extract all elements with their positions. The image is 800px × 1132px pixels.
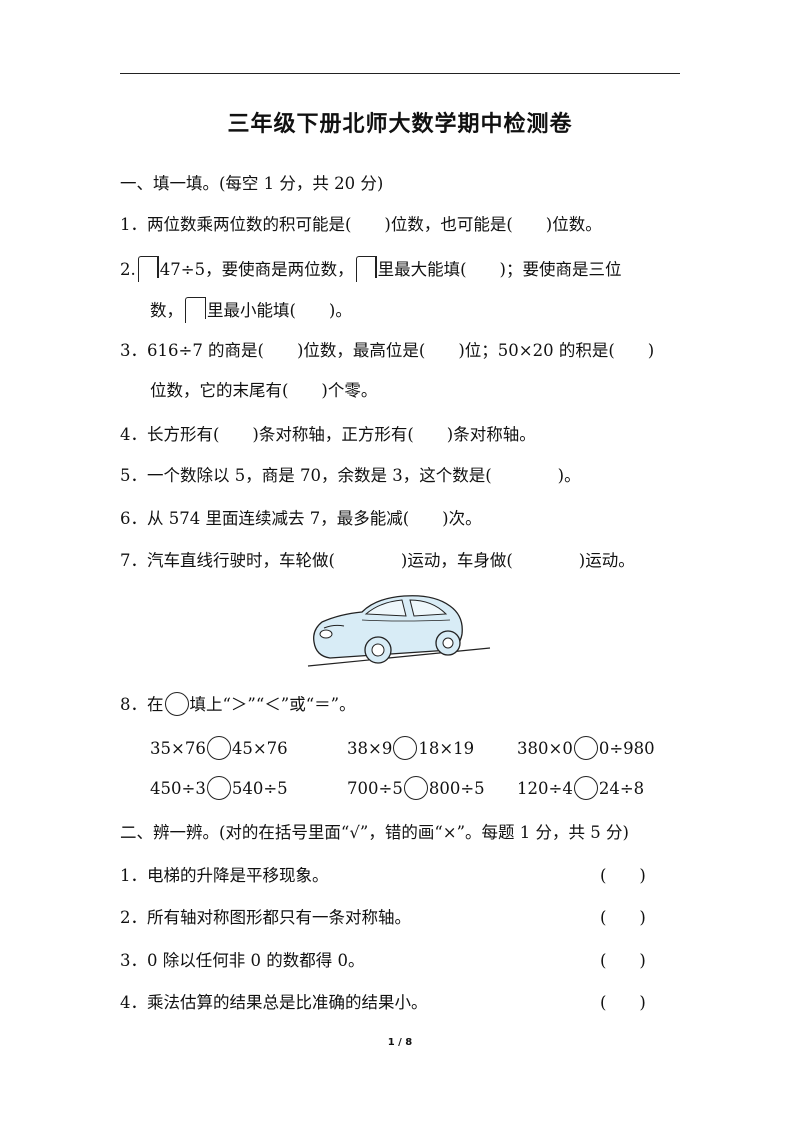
header-rule [120,73,680,74]
compare-circle [573,736,598,760]
compare-left: 35×76 [150,739,206,758]
compare-item: 35×76 45×76 [150,736,288,760]
compare-right: 800÷5 [428,779,485,798]
question-1: 1．两位数乘两位数的积可能是( )位数，也可能是( )位数。 [120,215,602,234]
answer-paren: ( ) [600,993,646,1012]
car-illustration [307,595,491,667]
compare-item: 450÷3 540÷5 [150,776,288,800]
q8-text-a: 8．在 [120,695,164,714]
question-2-line2: 数， 里最小能填( )。 [150,297,352,323]
compare-circle [403,776,428,800]
q2-number: 2. [120,260,136,279]
compare-circle [206,776,231,800]
judge-item-1: 1．电梯的升降是平移现象。 [120,866,329,885]
question-4: 4．长方形有( )条对称轴，正方形有( )条对称轴。 [120,425,536,444]
question-3-line1: 3．616÷7 的商是( )位数，最高位是( )位；50×20 的积是( ) [120,341,655,360]
page-number: 1 / 8 [387,1037,413,1048]
q2-text-d: 里最小能填( )。 [207,301,352,320]
digit-box [185,297,206,323]
judge-item-3: 3．0 除以任何非 0 的数都得 0。 [120,951,365,970]
section1-heading: 一、填一填。(每空 1 分，共 20 分) [120,174,384,193]
compare-item: 120÷4 24÷8 [517,776,644,800]
compare-left: 38×9 [347,739,393,758]
compare-right: 24÷8 [598,779,645,798]
judge-item-4: 4．乘法估算的结果总是比准确的结果小。 [120,993,428,1012]
compare-circle [206,736,231,760]
answer-paren: ( ) [600,866,646,885]
answer-paren: ( ) [600,908,646,927]
q2-text-a: 47÷5，要使商是两位数， [159,260,354,279]
compare-circle [164,692,189,716]
compare-left: 380×0 [517,739,573,758]
compare-item: 38×9 18×19 [347,736,474,760]
digit-box [137,256,159,282]
compare-item: 700÷5 800÷5 [347,776,485,800]
page-title: 三年级下册北师大数学期中检测卷 [227,112,573,137]
digit-box [355,256,377,282]
question-2-line1: 2. 47÷5，要使商是两位数， 里最大能填( )；要使商是三位 [120,256,621,282]
q2-text-c: 数， [150,301,183,320]
compare-right: 45×76 [231,739,288,758]
section2-heading: 二、辨一辨。(对的在括号里面“√”，错的画“×”。每题 1 分，共 5 分) [120,823,629,842]
compare-circle [393,736,418,760]
compare-left: 700÷5 [347,779,403,798]
compare-right: 18×19 [418,739,475,758]
compare-circle [573,776,598,800]
compare-left: 450÷3 [150,779,206,798]
compare-right: 540÷5 [231,779,288,798]
compare-right: 0÷980 [598,739,655,758]
answer-paren: ( ) [600,951,646,970]
judge-item-2: 2．所有轴对称图形都只有一条对称轴。 [120,908,411,927]
question-6: 6．从 574 里面连续减去 7，最多能减( )次。 [120,509,482,528]
compare-item: 380×0 0÷980 [517,736,655,760]
question-8: 8．在 填上“＞”“＜”或“＝”。 [120,692,356,716]
question-7: 7．汽车直线行驶时，车轮做( )运动，车身做( )运动。 [120,551,635,570]
q2-text-b: 里最大能填( )；要使商是三位 [377,260,622,279]
question-3-line2: 位数，它的末尾有( )个零。 [150,381,378,400]
question-5: 5．一个数除以 5，商是 70，余数是 3，这个数是( )。 [120,466,581,485]
compare-left: 120÷4 [517,779,573,798]
q8-text-b: 填上“＞”“＜”或“＝”。 [189,695,356,714]
